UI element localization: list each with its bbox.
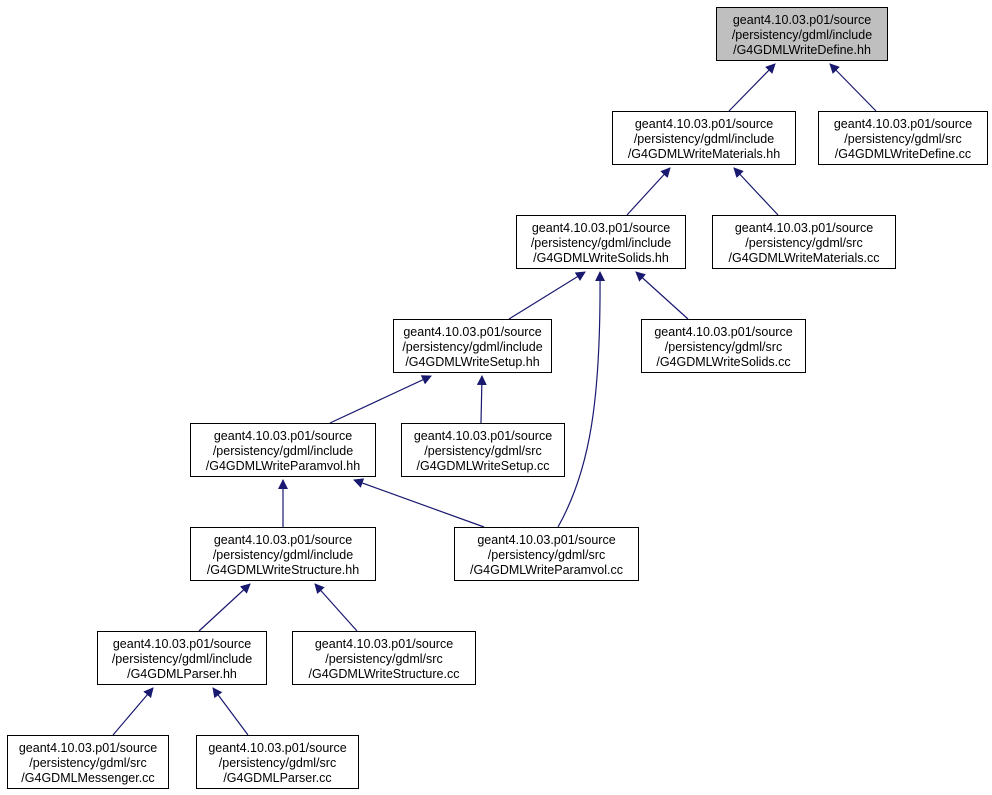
- node-label-line: geant4.10.03.p01/source: [654, 325, 793, 339]
- edge-write_setup_hh-to-write_solids_hh: [508, 271, 586, 320]
- node-label-line: /G4GDMLWriteParamvol.cc: [469, 563, 624, 577]
- node-label-line: /G4GDMLWriteStructure.hh: [206, 563, 360, 577]
- edge-write_setup_cc-to-write_setup_hh: [476, 375, 487, 424]
- node-label-line: /G4GDMLWriteParamvol.hh: [205, 459, 361, 473]
- node-label-line: /G4GDMLWriteMaterials.hh: [627, 147, 781, 161]
- node-messenger-cc[interactable]: geant4.10.03.p01/source/persistency/gdml…: [7, 735, 169, 789]
- node-label-line: /G4GDMLWriteSetup.hh: [405, 355, 540, 369]
- node-label-line: /G4GDMLWriteDefine.cc: [834, 147, 972, 161]
- edge-write_solids_hh-to-write_materials_hh: [626, 167, 671, 216]
- edge-write_materials_hh-to-write_define_hh: [728, 63, 776, 112]
- node-label-line: geant4.10.03.p01/source: [833, 117, 973, 131]
- node-label-line: geant4.10.03.p01/source: [208, 741, 347, 755]
- edge-write_solids_cc-to-write_solids_hh: [635, 271, 689, 320]
- node-label-line: /persistency/gdml/src: [325, 652, 443, 666]
- node-label-line: /persistency/gdml/src: [29, 756, 147, 770]
- node-write-solids-cc[interactable]: geant4.10.03.p01/source/persistency/gdml…: [641, 319, 806, 373]
- node-label-line: /G4GDMLParser.cc: [223, 771, 332, 785]
- node-write-define-hh[interactable]: geant4.10.03.p01/source/persistency/gdml…: [716, 7, 888, 61]
- node-label-line: /persistency/gdml/src: [218, 756, 337, 770]
- node-label-line: geant4.10.03.p01/source: [413, 429, 553, 443]
- edge-parser_cc-to-parser_hh: [212, 687, 249, 736]
- node-label-line: /G4GDMLMessenger.cc: [21, 771, 155, 785]
- node-label-line: geant4.10.03.p01/source: [112, 637, 252, 651]
- node-parser-hh[interactable]: geant4.10.03.p01/source/persistency/gdml…: [97, 631, 267, 685]
- node-label-line: geant4.10.03.p01/source: [18, 741, 158, 755]
- node-label-line: /persistency/gdml/include: [402, 340, 543, 354]
- node-label-line: /persistency/gdml/src: [745, 236, 863, 250]
- node-write-paramvol-cc[interactable]: geant4.10.03.p01/source/persistency/gdml…: [454, 527, 639, 581]
- node-label-line: /persistency/gdml/include: [633, 132, 775, 146]
- node-label-line: /G4GDMLWriteSolids.hh: [533, 251, 669, 265]
- edge-write_paramvol_cc-to-write_solids_hh: [557, 271, 606, 528]
- edge-parser_hh-to-write_structure_hh: [198, 583, 251, 632]
- node-label-line: geant4.10.03.p01/source: [734, 221, 874, 235]
- node-label-line: /G4GDMLWriteMaterials.cc: [728, 251, 880, 265]
- node-write-setup-cc[interactable]: geant4.10.03.p01/source/persistency/gdml…: [401, 423, 565, 477]
- node-write-materials-cc[interactable]: geant4.10.03.p01/source/persistency/gdml…: [712, 215, 896, 269]
- node-label-line: geant4.10.03.p01/source: [314, 637, 454, 651]
- node-write-paramvol-hh[interactable]: geant4.10.03.p01/source/persistency/gdml…: [190, 423, 376, 477]
- node-label-line: /persistency/gdml/include: [731, 28, 873, 42]
- edge-write_paramvol_hh-to-write_setup_hh: [329, 375, 432, 424]
- node-label-line: /persistency/gdml/include: [530, 236, 672, 250]
- node-label-line: /G4GDMLWriteSolids.cc: [656, 355, 791, 369]
- node-label-line: geant4.10.03.p01/source: [531, 221, 671, 235]
- node-parser-cc[interactable]: geant4.10.03.p01/source/persistency/gdml…: [196, 735, 359, 789]
- node-label-line: /G4GDMLWriteSetup.cc: [416, 459, 550, 473]
- node-label-line: /persistency/gdml/include: [212, 444, 354, 458]
- node-label-line: geant4.10.03.p01/source: [634, 117, 774, 131]
- node-label-line: /persistency/gdml/src: [664, 340, 783, 354]
- node-label-line: /persistency/gdml/include: [212, 548, 354, 562]
- node-label-line: /persistency/gdml/src: [844, 132, 962, 146]
- node-label-line: geant4.10.03.p01/source: [403, 325, 542, 339]
- node-label-line: geant4.10.03.p01/source: [213, 533, 353, 547]
- edge-write_materials_cc-to-write_materials_hh: [733, 167, 779, 216]
- node-label-line: /persistency/gdml/src: [424, 444, 542, 458]
- node-label-line: /G4GDMLWriteStructure.cc: [308, 667, 460, 681]
- node-write-materials-hh[interactable]: geant4.10.03.p01/source/persistency/gdml…: [612, 111, 796, 165]
- node-label-line: /G4GDMLParser.hh: [127, 667, 237, 681]
- node-write-structure-cc[interactable]: geant4.10.03.p01/source/persistency/gdml…: [292, 631, 476, 685]
- edge-write_paramvol_cc-to-write_paramvol_hh: [353, 478, 485, 528]
- edge-write_define_cc-to-write_define_hh: [829, 63, 877, 112]
- node-label-line: geant4.10.03.p01/source: [477, 533, 616, 547]
- edge-write_structure_cc-to-write_structure_hh: [314, 583, 358, 632]
- node-label-line: /G4GDMLWriteDefine.hh: [733, 43, 871, 57]
- edge-messenger_cc-to-parser_hh: [112, 687, 154, 736]
- node-write-define-cc[interactable]: geant4.10.03.p01/source/persistency/gdml…: [818, 111, 988, 165]
- node-label-line: geant4.10.03.p01/source: [732, 13, 872, 27]
- node-label-line: /persistency/gdml/src: [487, 548, 606, 562]
- node-write-solids-hh[interactable]: geant4.10.03.p01/source/persistency/gdml…: [516, 215, 686, 269]
- node-write-setup-hh[interactable]: geant4.10.03.p01/source/persistency/gdml…: [393, 319, 552, 373]
- node-label-line: geant4.10.03.p01/source: [213, 429, 353, 443]
- node-label-line: /persistency/gdml/include: [111, 652, 253, 666]
- node-write-structure-hh[interactable]: geant4.10.03.p01/source/persistency/gdml…: [190, 527, 376, 581]
